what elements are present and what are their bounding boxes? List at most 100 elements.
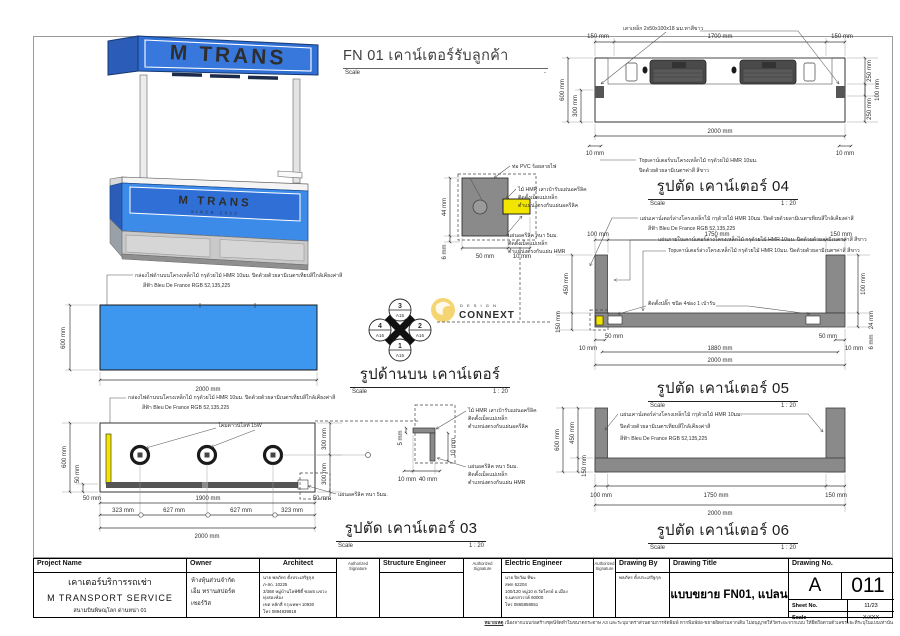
- note-hmr1: ไม้ HMR เสาเบ้ารับแผ่นอครีลิค: [517, 185, 587, 193]
- view05-drawing: แผ่นเคาน์เตอร์ล่างโครงเหล็กไม้ กรุด้วยไม…: [556, 214, 875, 370]
- dim: 100 mm: [875, 79, 881, 101]
- view03-scale-label: Scale: [338, 543, 354, 549]
- corner-note-ac3: ตำแหน่งตรงกับแผ่น HMR: [468, 479, 526, 486]
- drawing-title-value: แบบขยาย FN01, แปลน: [670, 589, 788, 601]
- corner-note-hmr2: ติดตั้งเม็ดแม่เหล็ก: [468, 414, 507, 422]
- view05-underline: [648, 401, 798, 402]
- marker-num: 4: [378, 323, 382, 330]
- marker-num: 1: [398, 343, 402, 350]
- marker-ref: A15: [396, 353, 405, 358]
- dim: 627 mm: [163, 508, 185, 514]
- dim: 10 mm: [398, 477, 416, 483]
- fn01-underline: [343, 68, 548, 69]
- dim: 250 mm: [867, 60, 873, 82]
- architect-line3: 3/368 หมู่บ้านไลฟ์ซิตี้ ซอย5 แขวง ทุ่งสอ…: [263, 588, 327, 601]
- dim: 323 mm: [281, 508, 303, 514]
- kiosk-sign-text: M TRANS: [169, 41, 287, 70]
- note-ac3: ตำแหน่งตรงกับแผ่น HMR: [508, 248, 566, 255]
- view03-scale-value: 1 : 20: [468, 543, 484, 549]
- dim: 40 mm: [419, 477, 437, 483]
- section-marker-left: 4 A16: [368, 318, 392, 342]
- titleblock-electric: Electric Engineer นาย ปิยวัฒ ทีฆะ สฟก 62…: [501, 559, 593, 617]
- view04-scale-label: Scale: [650, 201, 666, 207]
- titleblock-drawing-title: Drawing Title แบบขยาย FN01, แปลน: [669, 559, 788, 617]
- dim: 50 mm: [476, 254, 494, 260]
- sheet-no-value: 11/23: [847, 600, 894, 611]
- view04-drawing: เสาเหล็ก 2x50x100x18 มม.ทาสีขาว 150 mm 1…: [560, 24, 881, 174]
- note-hmr3: ตำแหน่งตรงกับแผ่นอครีลิค: [518, 202, 579, 209]
- view06-title-text: รูปตัด เคาน์เตอร์ 06: [656, 522, 790, 539]
- view05-base-slab: [594, 312, 846, 328]
- plug-box-left: [607, 315, 623, 325]
- view03-underline: [336, 541, 486, 542]
- shelf-end-box: [297, 479, 309, 490]
- view04-note-top2: ปิดด้วยด้วยลามิเนตฯค่าสี สีขาว: [639, 167, 709, 174]
- acrylic-strip-left: [105, 433, 112, 485]
- section-marker-bottom: 1 A15: [388, 338, 412, 362]
- dim: 50 mm: [75, 465, 81, 483]
- view05-scale-value: 1 : 20: [780, 403, 796, 409]
- view05-note3: แผ่นภายในเคาน์เตอร์ล่างโครงเหล็กไม้ กรุด…: [658, 235, 867, 243]
- dim: 1750 mm: [703, 493, 728, 499]
- sheet-no-label: Sheet No.: [792, 602, 818, 609]
- titleblock-owner: Owner ห้างหุ้นส่วนจำกัด เอ็ม ทรานสปอร์ต …: [186, 559, 259, 617]
- view05-scale-label: Scale: [650, 403, 666, 409]
- keys-right: [742, 68, 794, 83]
- view04-note-post: เสาเหล็ก 2x50x100x18 มม.ทาสีขาว: [623, 24, 703, 32]
- titleblock-auth2: Authorized Signature: [463, 559, 501, 617]
- lightbox-panel: [99, 304, 318, 371]
- dim: 6 mm: [869, 334, 875, 349]
- drawing-title-label: Drawing Title: [670, 559, 788, 573]
- dim: 100 mm: [587, 232, 609, 238]
- view04-note-top1: Topเคาน์เตอร์บนโครงเหล็กไม้ กรุด้วยไม้ H…: [639, 156, 758, 164]
- keys-left: [652, 68, 704, 83]
- auth2-line2: Signature: [473, 566, 492, 572]
- drawing-by-line1: พลภัทร ตั้งประเสริฐกุล: [619, 575, 661, 580]
- view06-underline: [648, 543, 798, 544]
- corner-note-hmr3: ตำแหน่งตรงกับแผ่นอครีลิค: [468, 423, 529, 430]
- corner-note-ac2: ติดตั้งเม็ดแม่เหล็ก: [468, 470, 507, 478]
- kiosk-post-left: [139, 74, 148, 180]
- dim: 100 mm: [861, 273, 867, 295]
- corner-detail-drawing: 5 mm 10 mm 40 mm 10 mm ไม้ HMR เสาเบ้ารั…: [398, 404, 537, 486]
- dim: 250 mm: [867, 98, 873, 120]
- dim: 600 mm: [62, 446, 68, 468]
- acrylic-strip: [502, 198, 531, 215]
- titleblock-drawing-by: Drawing By พลภัทร ตั้งประเสริฐกุล: [615, 559, 669, 617]
- dim: 1900 mm: [195, 496, 220, 502]
- steel-post-right: [836, 86, 845, 98]
- topview-underline: [350, 387, 510, 388]
- phone-left: [625, 62, 638, 82]
- footnote-label: หมายเหตุ: [484, 620, 504, 625]
- dim: 627 mm: [230, 508, 252, 514]
- view05-right-wall: [825, 254, 846, 314]
- fn01-heading: FN 01 เคาน์เตอร์รับลูกค้า Scale -: [343, 44, 548, 76]
- footnote-text: เนื่องจากแบบก่อสร้างชุดนี้จัดทำในขนาดกระ…: [503, 620, 893, 625]
- dim: 1700 mm: [707, 34, 732, 40]
- post-detail-drawing: 44 mm 6 mm 50 mm 10 mm ท่อ PVC ร้อยสายไฟ…: [442, 162, 587, 260]
- view03-note2: สีฟ้า Bleu De France RGB 52,135,225: [142, 404, 229, 411]
- trackpad-left: [672, 62, 686, 68]
- architect-line4: เขต หลักสี่ กรุงเทพฯ 10930: [263, 602, 315, 608]
- view06-note2: ปิดด้วยด้วยลามิเนตฯเทียบสีใกล้เคียงค่าสี: [620, 423, 711, 430]
- kiosk-drawer-left: [125, 234, 211, 258]
- electric-label: Electric Engineer: [502, 559, 593, 573]
- corner-note-hmr1: ไม้ HMR เสาเบ้ารับแผ่นอครีลิค: [467, 406, 537, 414]
- sheet-border: [33, 36, 893, 558]
- kiosk-plinth: [121, 253, 309, 271]
- view05-left-wall: [594, 254, 608, 314]
- architect-line2: ภ-สถ. 10225: [263, 581, 288, 587]
- note-ac2: ติดตั้งเม็ดแม่เหล็ก: [508, 239, 547, 247]
- section-marker-top: 3 A15: [388, 298, 412, 322]
- topview-note1: กล่องไฟด้านบนโครงเหล็กไม้ กรุด้วยไม้ HMR…: [135, 271, 343, 279]
- view05-note2: สีฟ้า Bleu De France RGB 52,135,225: [648, 225, 735, 232]
- view06-note3: สีฟ้า Bleu De France RGB 52,135,225: [620, 435, 707, 442]
- kiosk-sign-vent: [171, 72, 203, 77]
- view03-note-lamp: โคมดาวน์ไลท์ 15W: [218, 421, 262, 429]
- scale-label: Scale: [792, 614, 807, 621]
- dim: 150 mm: [582, 455, 588, 477]
- dim: 2000 mm: [194, 534, 219, 540]
- titleblock-auth1: Authorized Signature: [336, 559, 379, 617]
